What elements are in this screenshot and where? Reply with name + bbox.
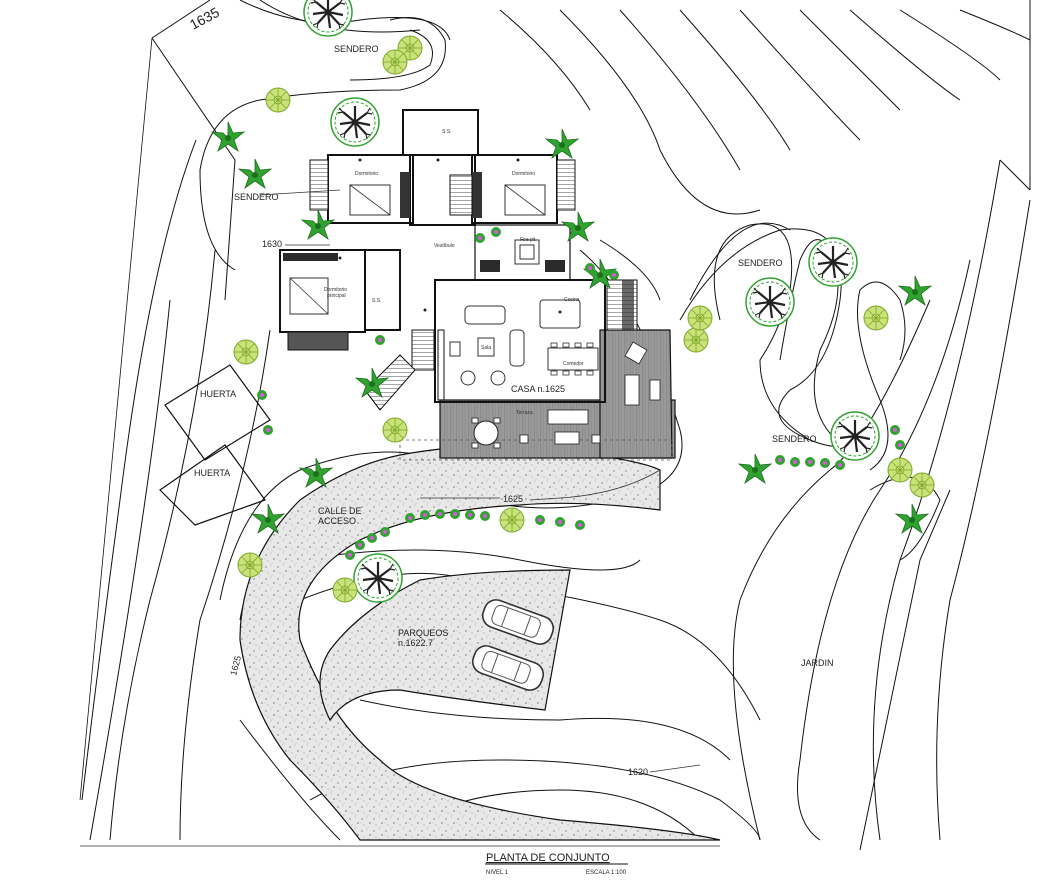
label-sendero-3: SENDERO	[738, 258, 783, 268]
label-parqueos-level: n.1622.7	[398, 638, 433, 648]
room-label-cocina: Cocina	[564, 297, 580, 303]
flower-icon	[895, 440, 905, 450]
flower-icon	[835, 460, 845, 470]
flower-icon	[790, 457, 800, 467]
flower-icon	[465, 510, 475, 520]
tree-icon	[329, 96, 381, 148]
huerta-plots	[159, 364, 271, 526]
room-label-dormitorio-principal-2: principal	[327, 293, 346, 299]
tree-icon	[352, 552, 404, 604]
contour-lines	[81, 0, 1031, 841]
tree-icon	[744, 276, 796, 328]
flower-icon	[257, 390, 267, 400]
label-sendero-4: SENDERO	[772, 434, 817, 444]
flower-icon	[345, 550, 355, 560]
parking-area	[319, 569, 571, 722]
room-label-vestibulo: Vestíbulo	[434, 243, 455, 249]
room-label-dormitorio-1: Dormitorio	[355, 171, 378, 177]
palm-icon	[238, 158, 272, 189]
shrub-icon	[887, 457, 913, 483]
room-label-ss-top: S.S.	[442, 129, 451, 135]
shrub-icon	[909, 472, 935, 498]
contour-label-1625-left: 1625	[228, 655, 243, 677]
label-casa: CASA n.1625	[511, 384, 565, 394]
flower-icon	[609, 270, 619, 280]
palm-icon	[895, 503, 929, 534]
plan-title: PLANTA DE CONJUNTO	[486, 852, 610, 864]
label-huerta-1: HUERTA	[200, 389, 236, 399]
flower-icon	[585, 263, 595, 273]
palm-icon	[545, 128, 579, 159]
contour-label-1620: 1620	[628, 767, 648, 777]
shrub-icon	[237, 552, 263, 578]
shrub-icon	[687, 305, 713, 331]
flower-icon	[575, 520, 585, 530]
room-label-dormitorio-2: Dormitorio	[512, 171, 535, 177]
flower-icon	[367, 533, 377, 543]
shrub-icon	[683, 327, 709, 353]
label-huerta-2: HUERTA	[194, 468, 230, 478]
tree-icon	[302, 0, 354, 38]
label-sendero-1: SENDERO	[334, 44, 379, 54]
tree-icon	[807, 236, 859, 288]
palm-icon	[561, 211, 595, 242]
flower-icon	[450, 509, 460, 519]
flower-icon	[375, 335, 385, 345]
flower-icon	[805, 457, 815, 467]
flower-icon	[491, 227, 501, 237]
flower-icon	[263, 425, 273, 435]
shrub-icon	[233, 339, 259, 365]
shrub-icon	[332, 577, 358, 603]
flower-icon	[480, 511, 490, 521]
room-label-ss-master: S.S.	[372, 298, 381, 304]
flower-icon	[435, 509, 445, 519]
title-block: PLANTA DE CONJUNTO NIVEL 1 ESCALA 1:100	[485, 852, 628, 876]
room-label-terraza: Terraza	[516, 410, 533, 416]
flower-icon	[380, 527, 390, 537]
shrub-icon	[499, 507, 525, 533]
room-label-sala: Sala	[481, 345, 491, 351]
plan-level: NIVEL 1	[486, 870, 509, 876]
contour-label-1635: 1635	[187, 4, 222, 33]
plan-scale: ESCALA 1:100	[586, 870, 627, 876]
flower-icon	[420, 510, 430, 520]
flower-icon	[555, 517, 565, 527]
flower-icon	[475, 233, 485, 243]
shrub-icon	[863, 305, 889, 331]
flower-icon	[405, 513, 415, 523]
palm-icon	[898, 275, 932, 306]
label-sendero-2: SENDERO	[234, 192, 279, 202]
shrub-icon	[382, 49, 408, 75]
room-label-comedor: Comedor	[563, 361, 584, 367]
flower-icon	[775, 455, 785, 465]
flower-icon	[535, 515, 545, 525]
label-calle-de: CALLE DE	[318, 506, 362, 516]
contour-label-1630: 1630	[262, 239, 282, 249]
shrub-icon	[382, 417, 408, 443]
palm-icon	[301, 209, 335, 240]
tree-icon	[829, 410, 881, 462]
flower-icon	[355, 540, 365, 550]
palm-icon	[738, 453, 772, 484]
contour-label-1625: 1625	[503, 494, 523, 504]
label-acceso: ACCESO	[318, 516, 356, 526]
flower-icon	[820, 458, 830, 468]
shrub-icon	[265, 87, 291, 113]
house-plan	[279, 109, 676, 461]
flower-icon	[890, 425, 900, 435]
label-parqueos: PARQUEOS	[398, 628, 448, 638]
room-label-dormitorio-principal-1: Dormitorio	[324, 287, 347, 293]
access-road	[239, 445, 721, 841]
leader-lines	[259, 189, 701, 773]
room-label-fire-pit: Fire pit	[520, 237, 536, 243]
label-jardin: JARDIN	[801, 658, 834, 668]
room-labels: S.S. Dormitorio Dormitorio Vestíbulo Fir…	[324, 129, 584, 416]
